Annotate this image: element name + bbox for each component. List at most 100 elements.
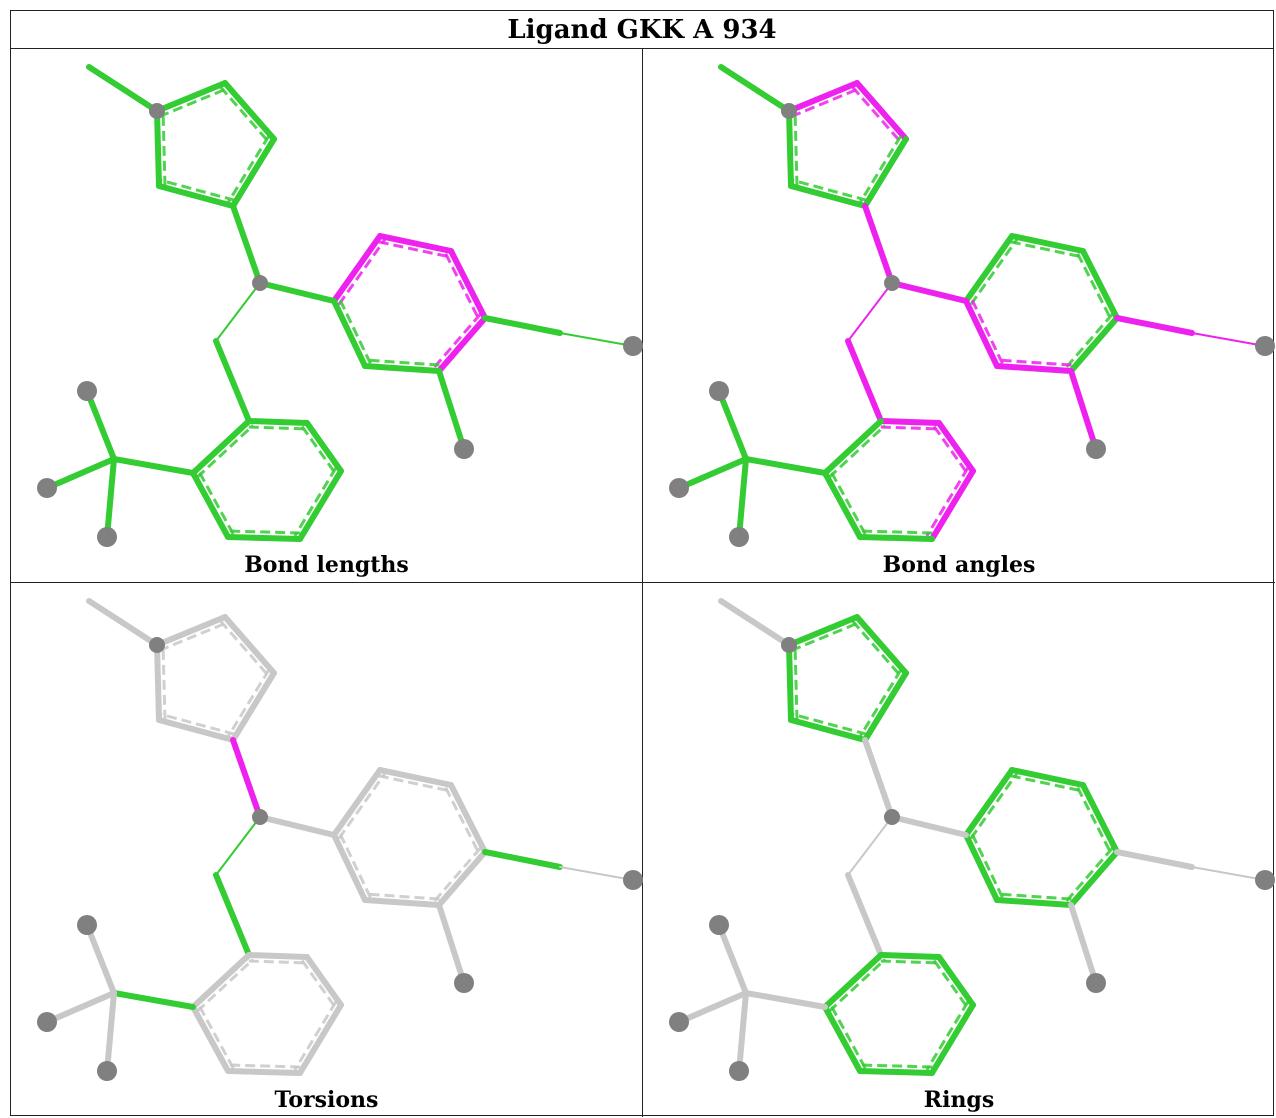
bond-r4-i1: [482, 849, 563, 870]
bond-cf3-f3: [736, 456, 749, 540]
atom-i2: [623, 870, 643, 890]
atom-ca: [884, 275, 900, 291]
bond-ca-cb: [215, 282, 261, 342]
bond-r3-r4: [444, 248, 488, 322]
bond-me-c1: [718, 598, 792, 648]
bond-cf3-f1: [84, 388, 117, 462]
bond-cf3-f3: [104, 456, 117, 540]
bond-r5-m1: [1068, 368, 1099, 452]
bond-c4-c5: [156, 712, 236, 743]
bond-c3-c4: [858, 669, 909, 743]
bond-bb5-cf3: [111, 456, 196, 476]
bond-bb5-cd: [822, 952, 887, 1013]
bond-c3-c4: [226, 669, 277, 743]
panel-torsions: Torsions: [11, 583, 643, 1117]
bond-bb5-cd: [190, 952, 255, 1013]
bond-bb2-bb3: [293, 1001, 344, 1076]
bond-bb2-bb3: [925, 467, 976, 542]
bond-ca-r1: [257, 814, 337, 838]
bond-r4-r5: [433, 313, 488, 374]
bond-i1-i2: [559, 332, 634, 347]
bond-cf3-f2: [44, 456, 117, 491]
bond-bb3-bb4: [225, 1063, 303, 1076]
bond-bb4-bb5: [190, 469, 235, 540]
bond-bb5-cf3: [743, 990, 828, 1010]
panel-caption: Rings: [923, 1087, 995, 1113]
bond-r1-r2: [963, 767, 1019, 840]
bond-r3-r4: [1076, 248, 1120, 322]
bond-r4-r5: [433, 847, 488, 908]
atom-f2: [669, 478, 689, 498]
bond-r2-r3: [1009, 233, 1086, 259]
bond-c4-c5: [788, 178, 868, 209]
bond-bb4-bb5: [190, 1003, 235, 1074]
bond-cb-cd: [845, 338, 884, 424]
bond-cd-bb1: [878, 418, 942, 431]
panel-bond-angles: Bond angles: [643, 49, 1275, 583]
bond-c1-c2: [786, 80, 860, 118]
atom-c1: [781, 103, 797, 119]
bond-cd-bb1: [878, 952, 942, 965]
atom-f2: [669, 1012, 689, 1032]
bond-r2-r3: [377, 767, 454, 793]
bond-bb5-cd: [190, 418, 255, 479]
bond-c4-c5: [788, 712, 868, 743]
panel-caption: Bond angles: [882, 552, 1036, 578]
bond-r2-r3: [1009, 767, 1086, 793]
bond-r6-r1: [331, 297, 372, 369]
bond-r3-r4: [1076, 782, 1120, 856]
bond-c5-c1: [154, 642, 167, 723]
atom-c1: [149, 637, 165, 653]
bond-r4-r5: [1065, 847, 1120, 908]
bond-c4-ca: [230, 203, 263, 286]
atom-f3: [729, 527, 749, 547]
bond-r5-r6: [362, 358, 442, 374]
bond-r6-r1: [963, 831, 1004, 903]
bond-ca-r1: [257, 280, 337, 304]
molecule-drawing: [669, 598, 1275, 1081]
bond-r5-r6: [994, 892, 1074, 908]
bond-bb5-cf3: [111, 990, 196, 1010]
panel-rings: Rings: [643, 583, 1275, 1117]
bond-c5-c1: [786, 108, 799, 189]
atom-m1: [454, 439, 474, 459]
bond-r6-r1: [963, 297, 1004, 369]
bond-ca-r1: [889, 280, 969, 304]
bond-r5-r6: [994, 358, 1074, 374]
panel-caption: Bond lengths: [244, 552, 409, 578]
atom-m1: [454, 973, 474, 993]
atom-i2: [1255, 336, 1275, 356]
bond-r2-r3: [377, 233, 454, 259]
atom-c1: [781, 637, 797, 653]
bond-cf3-f2: [676, 990, 749, 1025]
atom-f3: [97, 527, 117, 547]
bond-r5-m1: [436, 368, 467, 452]
bond-c2-c3: [219, 614, 277, 678]
atom-c1: [149, 103, 165, 119]
bond-c1-c2: [154, 614, 228, 652]
atom-f1: [709, 381, 729, 401]
bond-r5-m1: [1068, 902, 1099, 986]
atom-i2: [623, 336, 643, 356]
atom-f3: [97, 1061, 117, 1081]
bond-ca-r1: [889, 814, 969, 838]
bond-ca-cb: [215, 816, 261, 876]
bond-r5-r6: [362, 892, 442, 908]
bond-r1-r2: [963, 233, 1019, 306]
bond-c4-ca: [230, 737, 263, 820]
atom-f1: [77, 915, 97, 935]
molecule-drawing: [37, 64, 643, 547]
bond-c5-c1: [786, 642, 799, 723]
bond-ca-cb: [847, 816, 893, 876]
bond-i1-i2: [1191, 332, 1266, 347]
bond-ca-cb: [847, 282, 893, 342]
atom-ca: [252, 809, 268, 825]
bond-bb1-bb2: [932, 954, 976, 1010]
atom-i2: [1255, 870, 1275, 890]
bond-r4-r5: [1065, 313, 1120, 374]
bond-cf3-f1: [716, 922, 749, 996]
bond-me-c1: [718, 64, 792, 114]
bond-bb2-bb3: [293, 467, 344, 542]
bond-r4-i1: [482, 315, 563, 336]
bond-cf3-f1: [716, 388, 749, 462]
